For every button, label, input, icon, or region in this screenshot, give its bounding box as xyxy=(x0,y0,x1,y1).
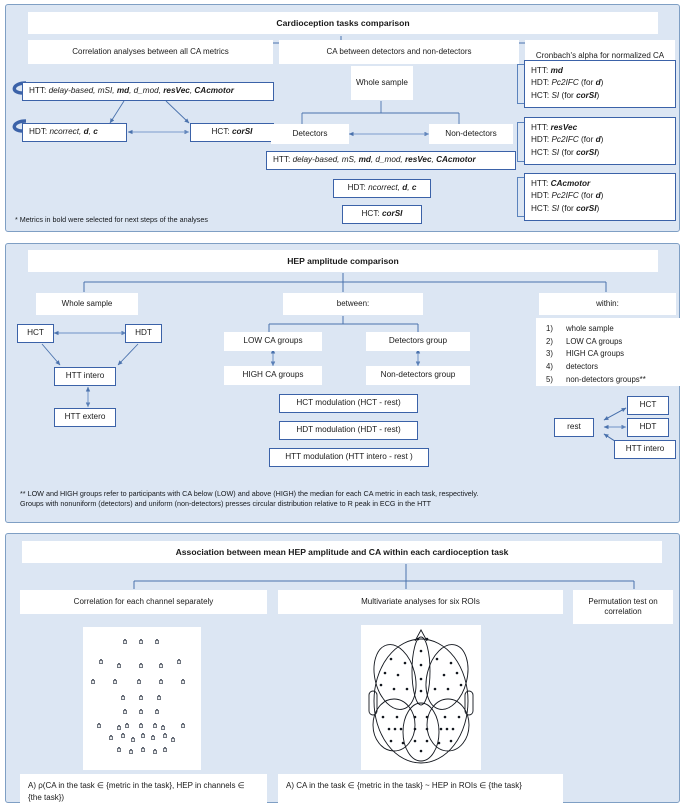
panel1-footnote: * Metrics in bold were selected for next… xyxy=(15,215,208,224)
bracket-group-2 xyxy=(517,122,524,162)
group1-hct: HCT: SI (for corSI) xyxy=(531,90,600,100)
panel2-low-ca-box: LOW CA groups xyxy=(224,332,322,351)
group1-hdt: HDT: Pc2IFC (for d) xyxy=(531,78,604,88)
panel2-col-header-within: within: xyxy=(539,293,676,315)
panel1-col-header-detectors: CA between detectors and non-detectors xyxy=(279,40,519,64)
panel3-left-formulas: A) ρ(CA in the task ∈ {metric in the tas… xyxy=(20,774,267,807)
list-item: 1) whole sample xyxy=(546,323,675,336)
list-item-label: non-detectors groups** xyxy=(566,374,646,384)
panel2-within-list: 1) whole sample 2) LOW CA groups 3) HIGH CA… xyxy=(536,318,681,386)
group2-htt: HTT: resVec xyxy=(531,123,578,132)
panel2-hdt-modulation-box: HDT modulation (HDT - rest) xyxy=(279,421,418,440)
panel1-mid-hct-label: HCT: corSI xyxy=(361,209,403,219)
list-item-label: LOW CA groups xyxy=(566,336,623,346)
panel-hep-amplitude-comparison: HEP amplitude comparison Whole sample be… xyxy=(5,243,681,523)
panel1-detectors-box: Detectors xyxy=(271,124,349,144)
panel1-cronbach-group-1: HTT: md HDT: Pc2IFC (for d) HCT: SI (for… xyxy=(524,60,676,108)
panel2-col-header-between: between: xyxy=(283,293,423,315)
panel2-footnote: ** LOW and HIGH groups refer to particip… xyxy=(20,489,479,509)
list-item-label: whole sample xyxy=(566,324,614,333)
panel2-rest-hdt-box: HDT xyxy=(627,418,669,437)
panel1-left-htt-box: HTT: delay-based, mSI, md, d_mod, resVec… xyxy=(22,82,274,101)
list-item: 5) non-detectors groups** xyxy=(546,374,675,387)
panel1-whole-sample-box: Whole sample xyxy=(351,66,413,100)
panel2-detectors-group-box: Detectors group xyxy=(366,332,470,351)
panel1-mid-htt-label: HTT: delay-based, mS, md, d_mod, resVec,… xyxy=(273,155,476,165)
list-item-number: 4) xyxy=(546,361,553,371)
list-item-number: 3) xyxy=(546,349,553,359)
list-item-label: HIGH CA groups xyxy=(566,349,625,359)
panel2-htt-intero-box: HTT intero xyxy=(54,367,116,386)
list-item-number: 2) xyxy=(546,336,553,346)
panel2-title: HEP amplitude comparison xyxy=(28,250,658,272)
panel1-cronbach-group-2: HTT: resVec HDT: Pc2IFC (for d) HCT: SI … xyxy=(524,117,676,165)
panel1-title: Cardioception tasks comparison xyxy=(28,12,658,34)
eeg-channel-layout-image xyxy=(83,627,201,770)
group2-hdt: HDT: Pc2IFC (for d) xyxy=(531,135,604,145)
list-item-label: detectors xyxy=(566,361,599,371)
panel3-right-formulas: A) CA in the task ∈ {metric in the task}… xyxy=(278,774,563,807)
list-item-number: 5) xyxy=(546,374,553,384)
panel1-mid-hct-box: HCT: corSI xyxy=(342,205,422,224)
list-item: 3) HIGH CA groups xyxy=(546,348,675,361)
group3-htt: HTT: CAcmotor xyxy=(531,179,591,188)
bracket-group-3 xyxy=(517,177,524,217)
panel1-non-detectors-box: Non-detectors xyxy=(429,124,513,144)
panel2-rest-hct-box: HCT xyxy=(627,396,669,415)
panel1-left-hct-label: HCT: corSI xyxy=(211,127,253,137)
panel2-hct-box: HCT xyxy=(17,324,54,343)
panel2-hdt-box: HDT xyxy=(125,324,162,343)
panel3-title: Association between mean HEP amplitude a… xyxy=(22,541,662,563)
list-item-number: 1) xyxy=(546,324,553,333)
list-item: 2) LOW CA groups xyxy=(546,336,675,349)
panel1-left-hdt-box: HDT: ncorrect, d, c xyxy=(22,123,127,142)
head-roi-svg xyxy=(368,629,474,764)
panel1-mid-hdt-box: HDT: ncorrect, d, c xyxy=(333,179,431,198)
list-item: 4) detectors xyxy=(546,361,675,374)
panel1-mid-htt-box: HTT: delay-based, mS, md, d_mod, resVec,… xyxy=(266,151,516,170)
panel2-htt-extero-box: HTT extero xyxy=(54,408,116,427)
group2-hct: HCT: SI (for corSI) xyxy=(531,147,600,157)
panel-association-hep-ca: Association between mean HEP amplitude a… xyxy=(5,533,680,807)
panel2-col-header-whole-sample: Whole sample xyxy=(36,293,138,315)
group1-htt: HTT: md xyxy=(531,66,563,75)
panel1-left-hdt-label: HDT: ncorrect, d, c xyxy=(29,127,98,137)
panel1-left-hct-box: HCT: corSI xyxy=(190,123,274,142)
head-roi-diagram-image xyxy=(361,625,481,770)
panel1-mid-hdt-label: HDT: ncorrect, d, c xyxy=(347,183,417,193)
group3-hdt: HDT: Pc2IFC (for d) xyxy=(531,191,604,201)
panel2-rest-box: rest xyxy=(554,418,594,437)
panel3-col-header-correlation: Correlation for each channel separately xyxy=(20,590,267,614)
panel1-col-header-correlation: Correlation analyses between all CA metr… xyxy=(28,40,273,64)
panel2-hct-modulation-box: HCT modulation (HCT - rest) xyxy=(279,394,418,413)
panel3-col-header-permutation: Permutation test on correlation xyxy=(573,590,673,624)
panel2-htt-modulation-box: HTT modulation (HTT intero - rest ) xyxy=(269,448,429,467)
panel2-high-ca-box: HIGH CA groups xyxy=(224,366,322,385)
panel3-col-header-multivariate: Multivariate analyses for six ROIs xyxy=(278,590,563,614)
panel-cardioception-tasks-comparison: Cardioception tasks comparison Correlati… xyxy=(5,4,680,232)
panel2-rest-htt-intero-box: HTT intero xyxy=(614,440,676,459)
panel1-cronbach-group-3: HTT: CAcmotor HDT: Pc2IFC (for d) HCT: S… xyxy=(524,173,676,221)
panel1-left-htt-label: HTT: delay-based, mSI, md, d_mod, resVec… xyxy=(29,86,234,96)
group3-hct: HCT: SI (for corSI) xyxy=(531,203,600,213)
panel2-non-detectors-group-box: Non-detectors group xyxy=(366,366,470,385)
bracket-group-1 xyxy=(517,64,524,104)
